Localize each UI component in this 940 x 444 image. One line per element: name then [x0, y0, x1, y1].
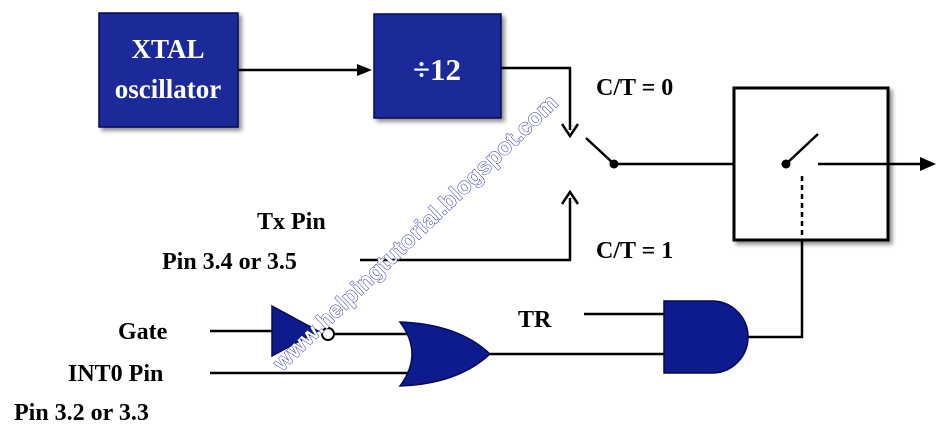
ct1-label: C/T = 1 — [596, 238, 673, 264]
xtal-oscillator-block: XTAL oscillator — [98, 12, 239, 128]
divide-by-12-block: ÷12 — [373, 13, 502, 119]
tx-pin-sub-label: Pin 3.4 or 3.5 — [162, 249, 297, 275]
oscillator-label: oscillator — [115, 74, 221, 104]
and-to-control-wire — [748, 240, 804, 339]
divider-out-wire — [501, 66, 572, 130]
arrow-right-icon — [357, 64, 372, 76]
control-switch-blade — [785, 133, 819, 165]
tx-pin-wire — [360, 198, 572, 262]
ct-selector-switch — [585, 137, 619, 169]
gate-label: Gate — [118, 319, 168, 345]
xtal-label: XTAL — [131, 34, 204, 64]
int0-label: INT0 Pin — [68, 361, 163, 387]
tr-label: TR — [518, 307, 552, 333]
and-gate-icon — [663, 300, 749, 374]
tx-pin-label: Tx Pin — [257, 209, 326, 235]
arrow-down-icon — [560, 123, 580, 139]
ct0-label: C/T = 0 — [596, 75, 673, 101]
divider-label: ÷12 — [413, 52, 461, 87]
switch-blade — [585, 137, 615, 165]
arrow-up-icon — [560, 189, 580, 205]
or-gate-icon — [398, 321, 492, 387]
int0-sub-label: Pin 3.2 or 3.3 — [14, 400, 149, 426]
control-switch-pivot — [781, 159, 791, 169]
arrow-right-icon — [920, 157, 936, 171]
